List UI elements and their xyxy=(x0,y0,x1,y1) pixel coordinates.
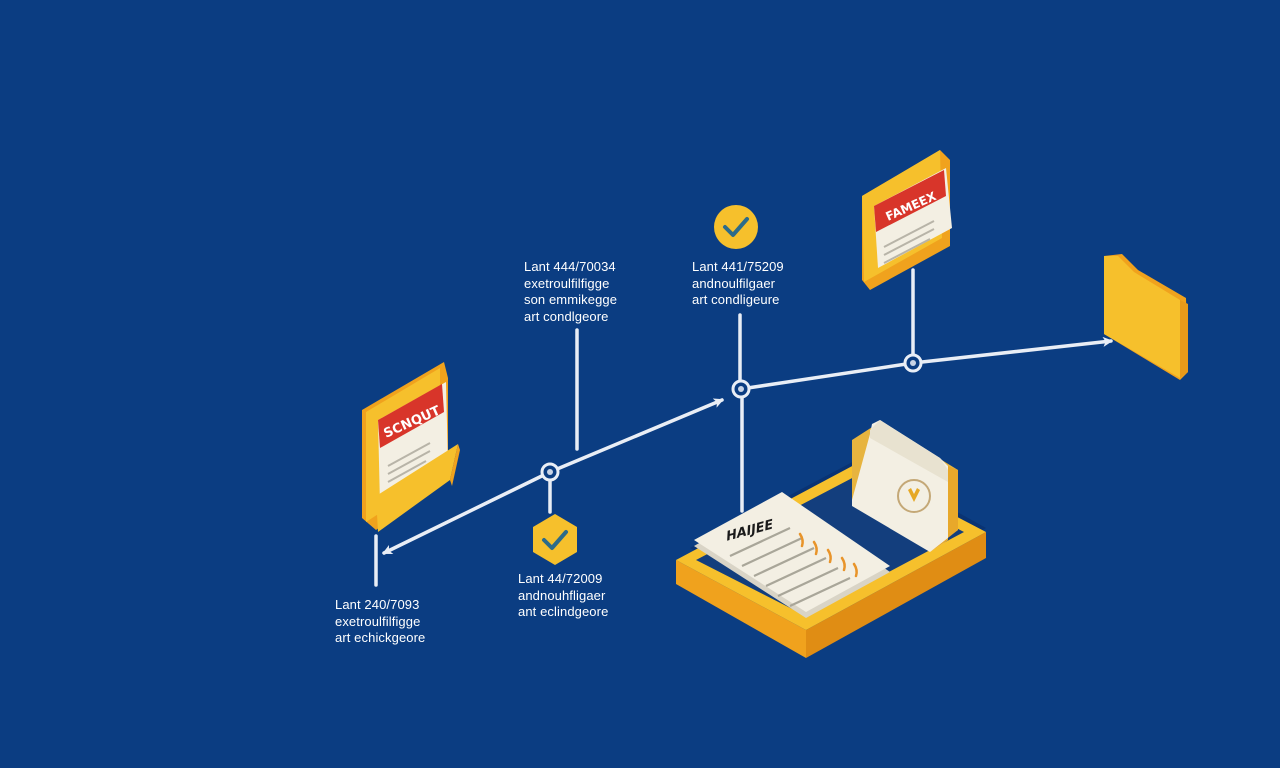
node-label-line: exetroulfilfigge xyxy=(335,613,421,629)
node-label-title: Lant 44/72009 xyxy=(518,571,603,586)
node-label-title: Lant 240/7093 xyxy=(335,597,420,612)
arrow-middle xyxy=(548,398,724,474)
node-label-upper-right: Lant 441/75209 andnoulfilgaer art condli… xyxy=(692,259,784,309)
arrow-left xyxy=(382,470,552,555)
node-label-line: son emmikegge xyxy=(524,292,618,307)
node-icon xyxy=(731,379,751,399)
arrow-right xyxy=(911,336,1113,365)
node-label-line: ant eclindgeore xyxy=(518,604,609,619)
node-label-line: art echickgeore xyxy=(335,630,426,645)
node-label-line: exetroulfilfigge xyxy=(524,275,610,291)
folder-icon xyxy=(1104,254,1188,380)
check-badge-icon xyxy=(714,205,758,249)
node-label-line: andnoulfilgaer xyxy=(692,275,776,291)
node-icon xyxy=(903,353,923,373)
node-label-line: art condlgeore xyxy=(524,308,609,324)
node-icon xyxy=(540,462,560,482)
node-label-lower-middle: Lant 44/72009 andnouhfligaer ant eclindg… xyxy=(518,571,608,621)
checklist-tray: HAIJEE xyxy=(676,420,986,658)
connector-middle-right xyxy=(739,361,915,391)
node-label-title: Lant 444/70034 xyxy=(524,259,616,274)
node-label-left: Lant 240/7093 exetroulfilfigge art echic… xyxy=(335,597,425,647)
node-label-line: andnouhfligaer xyxy=(518,587,606,603)
checklist-icon: HAIJEE xyxy=(694,492,890,618)
node-label-upper-middle: Lant 444/70034 exetroulfilfigge son emmi… xyxy=(524,259,617,325)
folder-document-left: SCNQUT xyxy=(362,362,460,532)
node-label-title: Lant 441/75209 xyxy=(692,259,784,274)
folder-document-top: FAMEEX xyxy=(862,150,952,290)
calendar-icon xyxy=(852,420,958,552)
check-badge-icon xyxy=(533,514,577,565)
node-label-line: art condligeure xyxy=(692,292,780,307)
connector-lines xyxy=(374,268,1113,587)
